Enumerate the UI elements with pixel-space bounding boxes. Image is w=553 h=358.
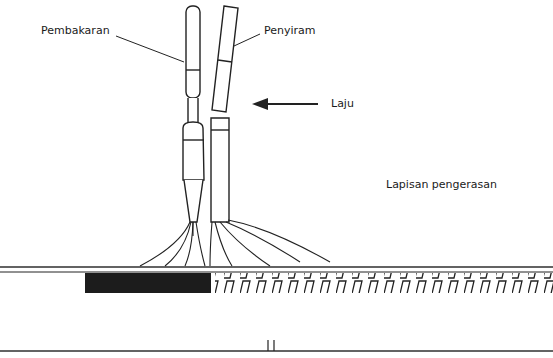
direction-arrow	[252, 98, 318, 110]
flame	[140, 222, 205, 266]
water-spray	[210, 220, 330, 266]
hardened-layer	[215, 273, 553, 293]
leader-line	[116, 36, 184, 62]
heated-zone	[85, 273, 211, 293]
burner-torch	[183, 6, 204, 222]
burner-label: Pembakaran	[40, 24, 111, 37]
sprayer	[211, 6, 238, 222]
sprayer-label: Penyiram	[263, 24, 317, 37]
direction-label: Laju	[330, 97, 355, 110]
leader-line	[234, 34, 260, 46]
workpiece	[0, 267, 553, 351]
hardened-layer-label: Lapisan pengerasan	[385, 178, 498, 191]
